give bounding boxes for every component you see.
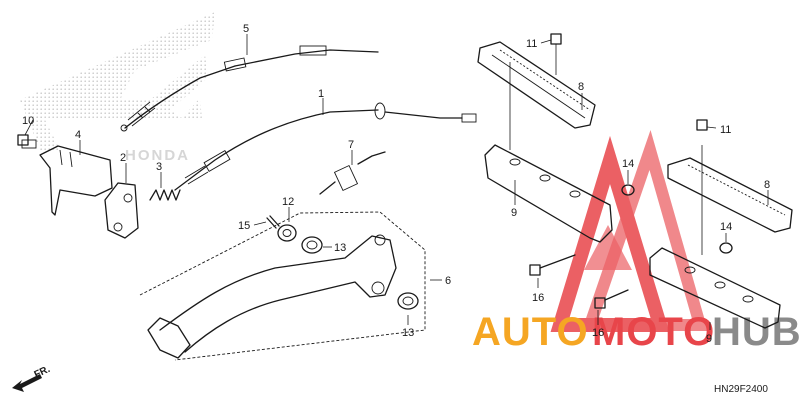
label-part-14b: 14 <box>720 221 732 233</box>
part-3-spring <box>149 189 181 201</box>
part-6-brake-pedal <box>139 211 426 361</box>
honda-wing-watermark: HONDA <box>20 12 215 164</box>
part-8-footpeg-pad-left <box>477 41 596 129</box>
label-part-7: 7 <box>348 139 354 151</box>
brand-auto: AUTO <box>472 310 589 354</box>
label-part-5: 5 <box>243 23 249 35</box>
part-9-footpeg-bracket-right <box>649 145 781 329</box>
part-5-cable <box>120 45 379 132</box>
label-part-11b: 11 <box>720 124 731 136</box>
part-7-spring <box>319 151 386 195</box>
leader-lines <box>24 34 769 330</box>
label-part-15: 15 <box>238 220 250 232</box>
part-13-bushing-upper <box>301 236 323 254</box>
part-16-bolt-right <box>594 289 629 309</box>
label-part-13a: 13 <box>334 242 346 254</box>
brand-moto: MOTO <box>592 310 715 354</box>
part-1-cable <box>174 102 477 191</box>
label-part-6: 6 <box>445 275 451 287</box>
part-16-bolt-left <box>529 254 576 276</box>
part-4-bracket <box>21 139 113 216</box>
label-part-11a: 11 <box>526 38 537 50</box>
label-part-4: 4 <box>75 129 81 141</box>
part-10-bolt <box>17 134 29 146</box>
part-9-footpeg-bracket-left <box>484 62 613 243</box>
label-part-9a: 9 <box>511 207 517 219</box>
watermark-triangle-logo <box>550 129 708 332</box>
label-part-3: 3 <box>156 161 162 173</box>
part-14-nut-lower <box>719 242 733 254</box>
label-part-13b: 13 <box>402 327 414 339</box>
diagram-code: HN29F2400 <box>714 384 768 395</box>
part-8-footpeg-pad-right <box>667 157 793 233</box>
label-part-14a: 14 <box>622 158 634 170</box>
label-part-2: 2 <box>120 152 126 164</box>
part-15-pin <box>266 215 280 229</box>
label-part-9b: 9 <box>706 333 712 345</box>
label-part-12: 12 <box>282 196 294 208</box>
label-part-8a: 8 <box>578 81 584 93</box>
part-14-nut-upper <box>621 184 635 196</box>
brand-hub: HUB <box>712 310 800 354</box>
front-direction-arrow: FR. <box>12 364 52 392</box>
honda-logo-text: HONDA <box>125 147 190 164</box>
label-part-8b: 8 <box>764 179 770 191</box>
watermark-brand-text: AUTO MOTO HUB <box>472 310 800 354</box>
part-11-bolt-lower <box>696 119 708 131</box>
label-part-1: 1 <box>318 88 324 100</box>
part-number-labels: 1 2 3 4 5 6 7 8 8 9 9 10 11 11 12 13 13 … <box>22 23 770 345</box>
direction-label: FR. <box>33 364 52 381</box>
part-2-bracket <box>104 182 139 239</box>
part-12-washer <box>277 224 297 242</box>
part-13-bushing-lower <box>397 292 419 310</box>
label-part-16a: 16 <box>532 292 544 304</box>
label-part-10: 10 <box>22 115 34 127</box>
label-part-16b: 16 <box>592 327 604 339</box>
part-11-bolt-upper <box>550 33 562 75</box>
